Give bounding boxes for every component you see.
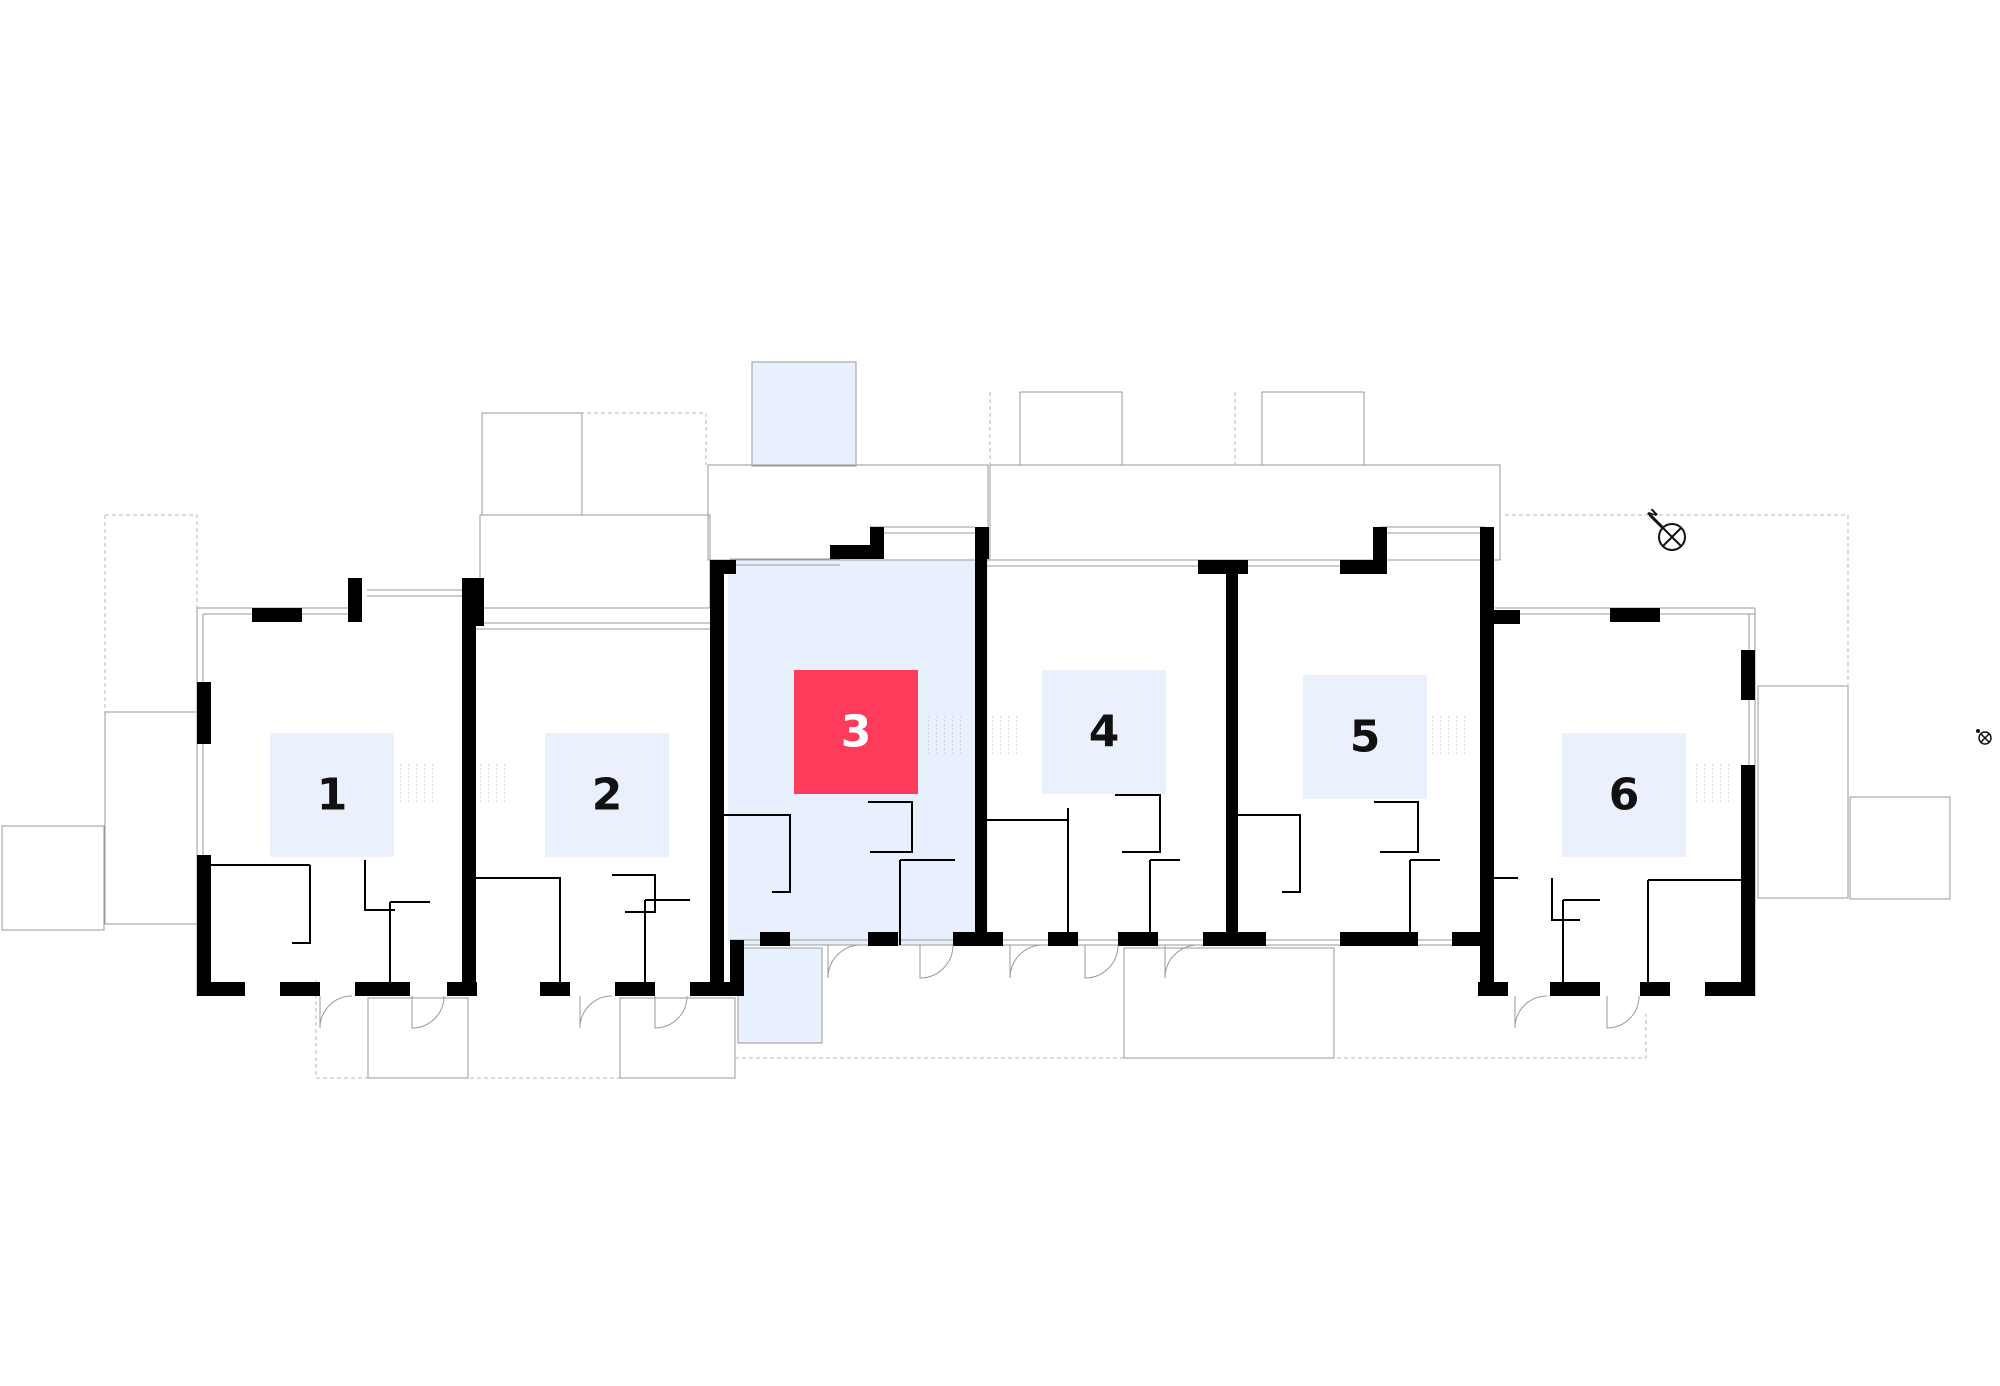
paving-grids <box>1 361 1951 931</box>
stairs <box>396 715 1732 803</box>
unit-marker-1[interactable]: 1 <box>270 733 394 857</box>
interior-partitions <box>211 794 1741 982</box>
unit-label-1: 1 <box>317 770 348 821</box>
unit-label-2: 2 <box>592 770 623 821</box>
unit-marker-3[interactable]: 3 <box>794 670 918 794</box>
viewpoint-icon <box>1976 729 1992 745</box>
unit-label-6: 6 <box>1609 770 1640 821</box>
compass-icon: N <box>1645 506 1686 551</box>
unit-markers: 1 2 3 4 5 6 <box>270 670 1686 857</box>
unit-label-3: 3 <box>841 707 872 758</box>
unit-marker-4[interactable]: 4 <box>1042 670 1166 794</box>
unit-label-4: 4 <box>1089 707 1120 758</box>
unit-marker-5[interactable]: 5 <box>1303 675 1427 799</box>
compass-label: N <box>1645 506 1661 522</box>
unit-marker-6[interactable]: 6 <box>1562 733 1686 857</box>
doors <box>319 944 1640 1029</box>
walls <box>197 527 1755 996</box>
unit-label-5: 5 <box>1350 712 1381 763</box>
unit-marker-2[interactable]: 2 <box>545 733 669 857</box>
